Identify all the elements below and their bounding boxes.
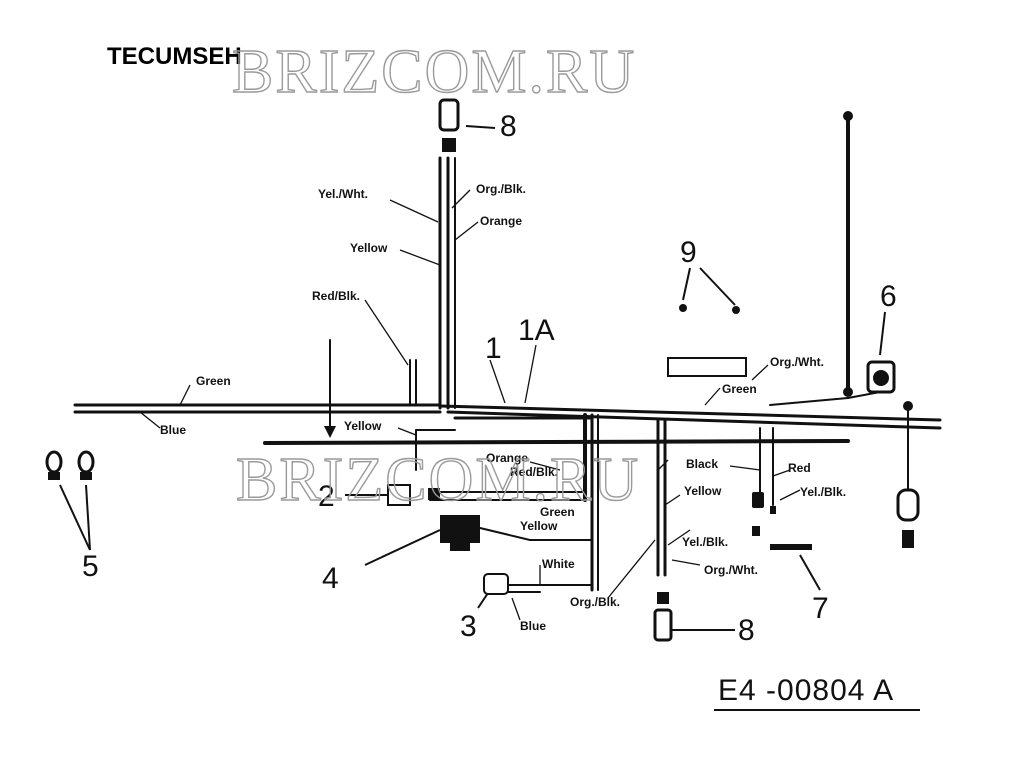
wire-label: Red/Blk.: [312, 289, 360, 303]
wire-label: Green: [722, 382, 757, 396]
wire-label: Yellow: [344, 419, 382, 433]
component-6: [866, 360, 896, 394]
wire-label-group: Yel./Wht. Org./Blk. Orange Yellow Red/Bl…: [160, 182, 846, 633]
top-connector-8: [438, 98, 460, 152]
component-7: [770, 544, 812, 550]
wire-label: Orange: [486, 451, 528, 465]
wire-label: Green: [196, 374, 231, 388]
plug-right: [896, 488, 920, 548]
brand-title: TECUMSEH: [107, 43, 242, 70]
wire-label: Green: [540, 505, 575, 519]
wire-label: Blue: [160, 423, 186, 437]
callout-number: 1A: [518, 314, 555, 347]
callout-number: 8: [500, 110, 517, 143]
wire-label: Red/Blk.: [510, 465, 558, 479]
watermark-middle: BRIZCOM.RU: [236, 446, 640, 514]
callout-number: 8: [738, 614, 755, 647]
wire-label: Yel./Blk.: [682, 535, 728, 549]
callout-group: 8 9 6 1 1A 2 5 4 3 8 7: [82, 110, 897, 647]
callout-number: 9: [680, 236, 697, 269]
callout-number: 3: [460, 610, 477, 643]
small-terminals: [752, 111, 913, 536]
callout-number: 6: [880, 280, 897, 313]
callout-number: 5: [82, 550, 99, 583]
wire-label: White: [542, 557, 575, 571]
arrow-head: [324, 426, 336, 438]
leader-lines: [59, 125, 886, 631]
bottom-connector-8: [653, 592, 673, 642]
wire-label: Org./Wht.: [770, 355, 824, 369]
wire-label: Red: [788, 461, 811, 475]
callout-number: 7: [812, 592, 829, 625]
wire-label: Yellow: [684, 484, 722, 498]
watermark-top: BRIZCOM.RU: [232, 38, 636, 106]
wire-label: Yel./Wht.: [318, 187, 368, 201]
drawing-code: E4 -00804 A: [718, 674, 894, 707]
wire-label: Org./Blk.: [570, 595, 620, 609]
callout-number: 2: [318, 480, 335, 513]
harness-wires: [73, 118, 942, 593]
wire-label: Orange: [480, 214, 522, 228]
callout-number: 1: [485, 332, 502, 365]
callout-number: 4: [322, 562, 339, 595]
bulbs-5: [45, 450, 95, 480]
wire-label: Org./Wht.: [704, 563, 758, 577]
wire-label: Yel./Blk.: [800, 485, 846, 499]
component-4: [440, 515, 480, 551]
wire-label: Black: [686, 457, 718, 471]
wire-label: Blue: [520, 619, 546, 633]
component-3: [483, 573, 509, 595]
wire-label: Yellow: [520, 519, 558, 533]
wire-label: Org./Blk.: [476, 182, 526, 196]
connector-2: [387, 484, 440, 506]
wire-label: Yellow: [350, 241, 388, 255]
component-9: [667, 304, 747, 377]
